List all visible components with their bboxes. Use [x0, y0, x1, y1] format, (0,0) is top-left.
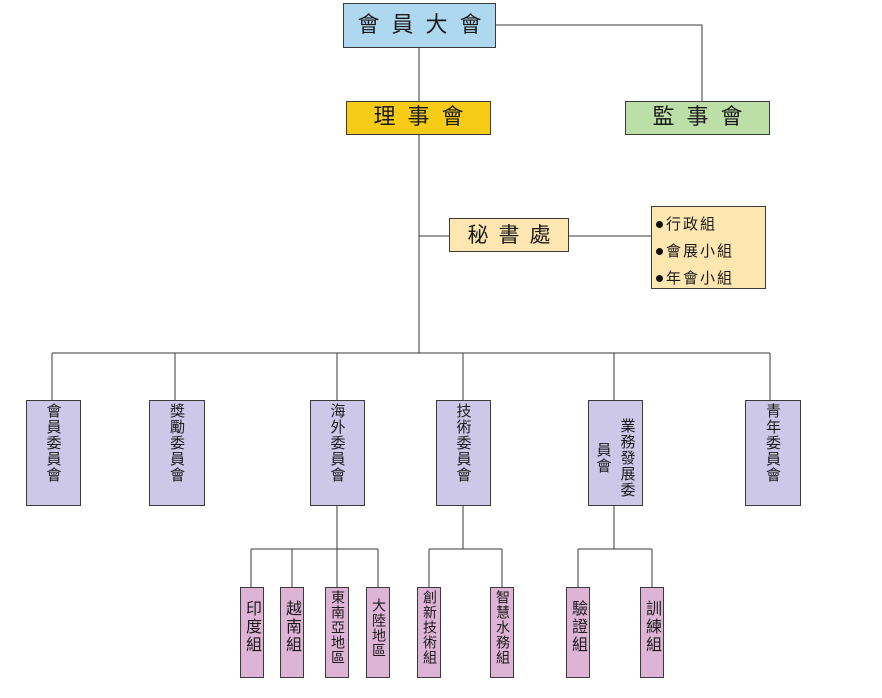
bullet-icon: [656, 248, 663, 255]
node-committee-overseas: 海外委員會: [310, 400, 365, 506]
node-general-assembly: 會員大會: [343, 3, 496, 48]
node-board-of-supervisors: 監事會: [625, 101, 770, 135]
node-committee-technical: 技術委員會: [436, 400, 491, 506]
list-item: 會展小組: [656, 238, 765, 265]
node-group-vietnam: 越南組: [280, 587, 304, 678]
node-group-mainland: 大陸地區: [366, 587, 390, 678]
node-group-smart-water: 智慧水務組: [490, 587, 514, 678]
node-group-innovative-tech: 創新技術組: [417, 587, 441, 678]
node-committee-business-development: 業務發展委員會: [588, 400, 643, 506]
group-label-admin: 行政組: [666, 215, 718, 233]
list-item: 年會小組: [656, 265, 765, 292]
node-group-southeast-asia: 東南亞地區: [325, 587, 349, 678]
node-group-certification: 驗證組: [566, 587, 590, 678]
line-assembly-supervisors: [495, 24, 703, 102]
node-group-india: 印度組: [240, 587, 264, 678]
bullet-icon: [656, 221, 663, 228]
group-label-exhibition: 會展小組: [666, 242, 735, 260]
node-secretariat: 秘書處: [449, 218, 569, 252]
bullet-icon: [656, 275, 663, 282]
list-item: 行政組: [656, 211, 765, 238]
node-board-of-directors: 理事會: [346, 101, 491, 135]
node-committee-awards: 獎勵委員會: [149, 400, 205, 506]
group-label-annual-meeting: 年會小組: [666, 269, 735, 287]
node-group-training: 訓練組: [640, 587, 664, 678]
secretariat-groups-list: 行政組 會展小組 年會小組: [651, 206, 766, 289]
node-committee-youth: 青年委員會: [745, 400, 801, 506]
node-committee-membership: 會員委員會: [26, 400, 81, 506]
